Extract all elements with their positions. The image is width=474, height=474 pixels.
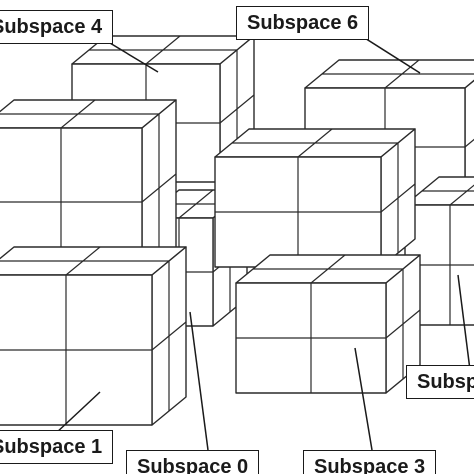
block-right-lower-top-line-b	[449, 184, 474, 206]
block-subspace-3-side-line-b	[385, 309, 421, 339]
block-subspace-4-top-line-b	[145, 35, 181, 65]
block-subspace-3-top-line-b	[310, 254, 346, 284]
block-top-left-top-line-b	[60, 99, 96, 129]
block-subspace-0-top-line-b	[178, 189, 214, 219]
block-top-middle-side-line-b	[380, 183, 416, 213]
block-top-middle-top-line-b	[297, 128, 333, 158]
block-top-left-side-line-b	[141, 173, 177, 203]
leader-subspace-3	[354, 347, 373, 451]
leader-subspace-6	[359, 34, 421, 74]
block-subspace-6-top-line-b	[384, 59, 420, 89]
label-subspace-right: Subspac	[406, 365, 474, 399]
label-subspace-1: Subspace 1	[0, 430, 114, 464]
leader-subspace-0	[189, 311, 209, 451]
block-subspace-6-side-line-b	[464, 138, 474, 148]
block-subspace-4-side-line-b	[219, 94, 255, 124]
label-subspace-4: Subspace 4	[0, 10, 114, 44]
block-subspace-1-top-line-b	[65, 246, 101, 276]
leader-subspace-right	[457, 274, 471, 371]
label-subspace-6: Subspace 6	[236, 6, 370, 40]
leader-subspace-1	[54, 391, 101, 435]
label-subspace-0: Subspace 0	[126, 450, 260, 474]
block-subspace-1-side-line-b	[151, 321, 187, 351]
label-subspace-3: Subspace 3	[303, 450, 437, 474]
